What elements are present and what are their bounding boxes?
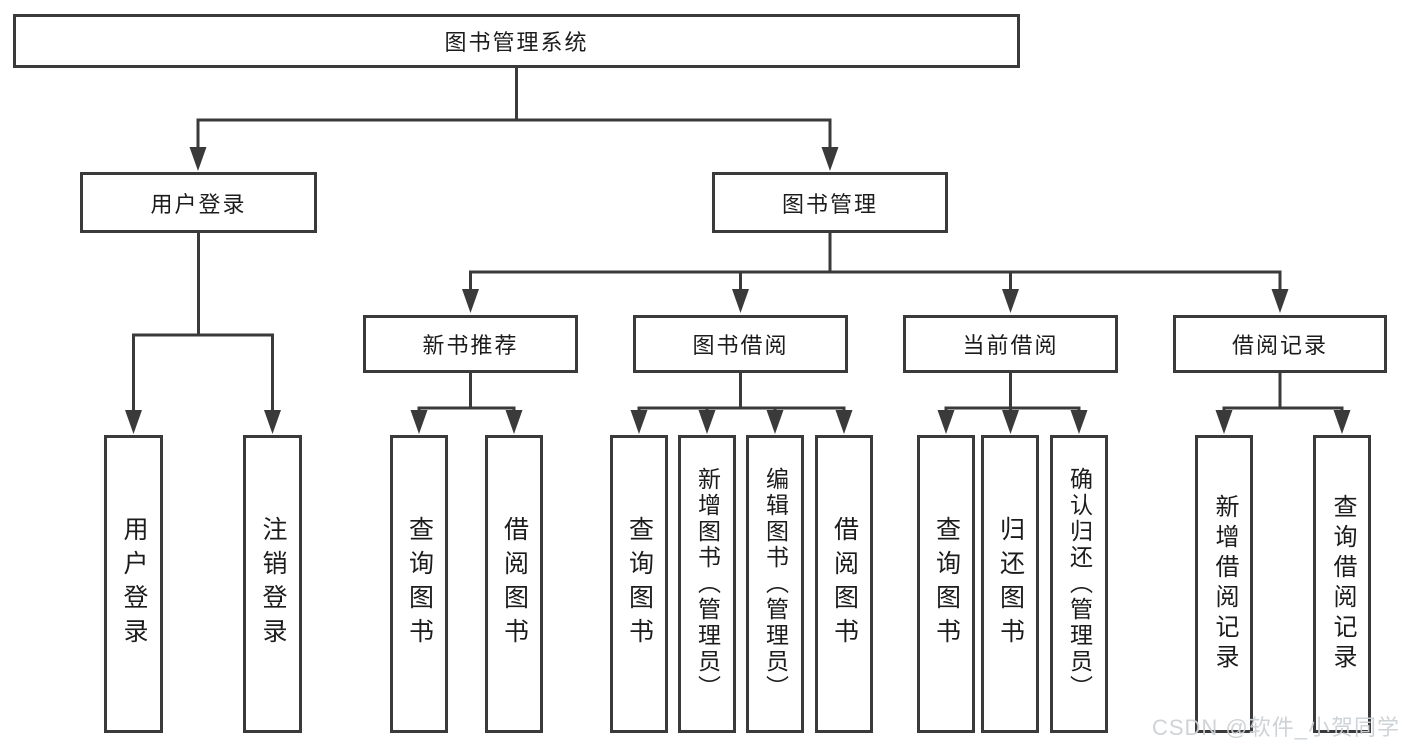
node-new-book-recommendation-label: 新书推荐 [422,333,519,358]
leaf-query-books-borrow: 查询图书 [610,435,668,733]
leaf-query-books-current-label: 查询图书 [932,516,961,652]
node-book-management-label: 图书管理 [781,191,878,217]
node-current-borrowing-label: 当前借阅 [962,333,1059,358]
leaf-query-borrow-record-label: 查询借阅记录 [1329,494,1356,674]
leaf-logout: 注销登录 [243,435,302,733]
leaf-borrow-books-recommend-label: 借阅图书 [500,516,529,652]
leaf-borrow-books: 借阅图书 [815,435,873,733]
node-book-borrowing-label: 图书借阅 [692,333,789,358]
node-user-login-label: 用户登录 [150,191,247,217]
node-library-system-label: 图书管理系统 [444,30,589,55]
node-new-book-recommendation: 新书推荐 [363,315,578,373]
leaf-query-books-recommend-label: 查询图书 [405,516,434,652]
leaf-query-borrow-record: 查询借阅记录 [1313,435,1371,733]
leaf-add-book-admin: 新增图书（管理员） [678,435,736,733]
node-current-borrowing: 当前借阅 [903,315,1118,373]
watermark: CSDN @软件_小贺同学 [1151,715,1400,740]
leaf-add-borrow-record: 新增借阅记录 [1195,435,1253,733]
leaf-borrow-books-recommend: 借阅图书 [485,435,543,733]
leaf-query-books-current: 查询图书 [917,435,975,733]
node-library-system: 图书管理系统 [13,14,1020,68]
node-borrowing-records-label: 借阅记录 [1231,333,1328,358]
node-book-management: 图书管理 [712,172,948,233]
node-borrowing-records: 借阅记录 [1173,315,1387,373]
leaf-return-books: 归还图书 [981,435,1039,733]
leaf-edit-book-admin: 编辑图书（管理员） [746,435,804,733]
leaf-user-login: 用户登录 [104,435,163,733]
node-user-login: 用户登录 [80,172,317,233]
leaf-confirm-return-admin-label: 确认归还（管理员） [1066,467,1093,701]
leaf-add-book-admin-label: 新增图书（管理员） [694,467,721,701]
leaf-edit-book-admin-label: 编辑图书（管理员） [762,467,789,701]
leaf-confirm-return-admin: 确认归还（管理员） [1050,435,1108,733]
leaf-logout-label: 注销登录 [259,516,287,652]
leaf-borrow-books-label: 借阅图书 [830,516,859,652]
leaf-user-login-label: 用户登录 [120,516,148,652]
leaf-add-borrow-record-label: 新增借阅记录 [1211,494,1238,674]
leaf-query-books-recommend: 查询图书 [390,435,448,733]
node-book-borrowing: 图书借阅 [633,315,848,373]
leaf-return-books-label: 归还图书 [996,516,1025,652]
leaf-query-books-borrow-label: 查询图书 [625,516,654,652]
